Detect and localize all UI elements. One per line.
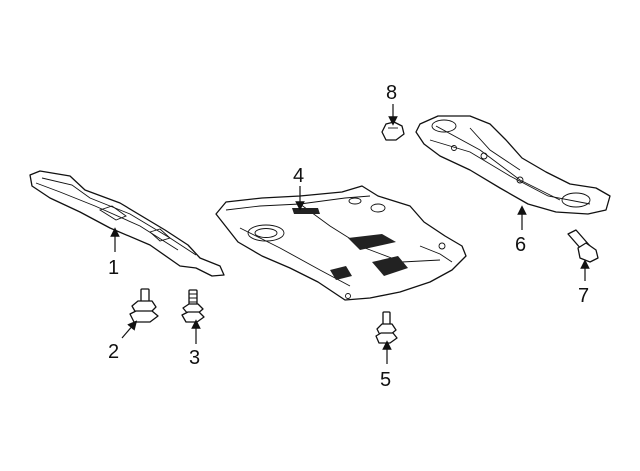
callout-5: 5 <box>380 369 391 391</box>
callout-3: 3 <box>189 347 200 369</box>
part-2-bolt <box>129 288 159 323</box>
leader-2 <box>121 320 138 339</box>
part-3-bolt <box>181 289 205 323</box>
part-5-bolt <box>375 311 398 344</box>
callout-6: 6 <box>515 234 526 256</box>
part-8-clip <box>381 121 405 141</box>
part-4-engine-undercover <box>215 185 467 301</box>
part-7-bolt <box>567 229 599 263</box>
part-1-splash-shield <box>29 170 225 277</box>
part-6-crossmember <box>415 115 611 215</box>
callout-7: 7 <box>578 285 589 307</box>
callout-2: 2 <box>108 341 119 363</box>
callout-4: 4 <box>293 165 304 187</box>
callout-8: 8 <box>386 82 397 104</box>
callout-1: 1 <box>108 257 119 279</box>
